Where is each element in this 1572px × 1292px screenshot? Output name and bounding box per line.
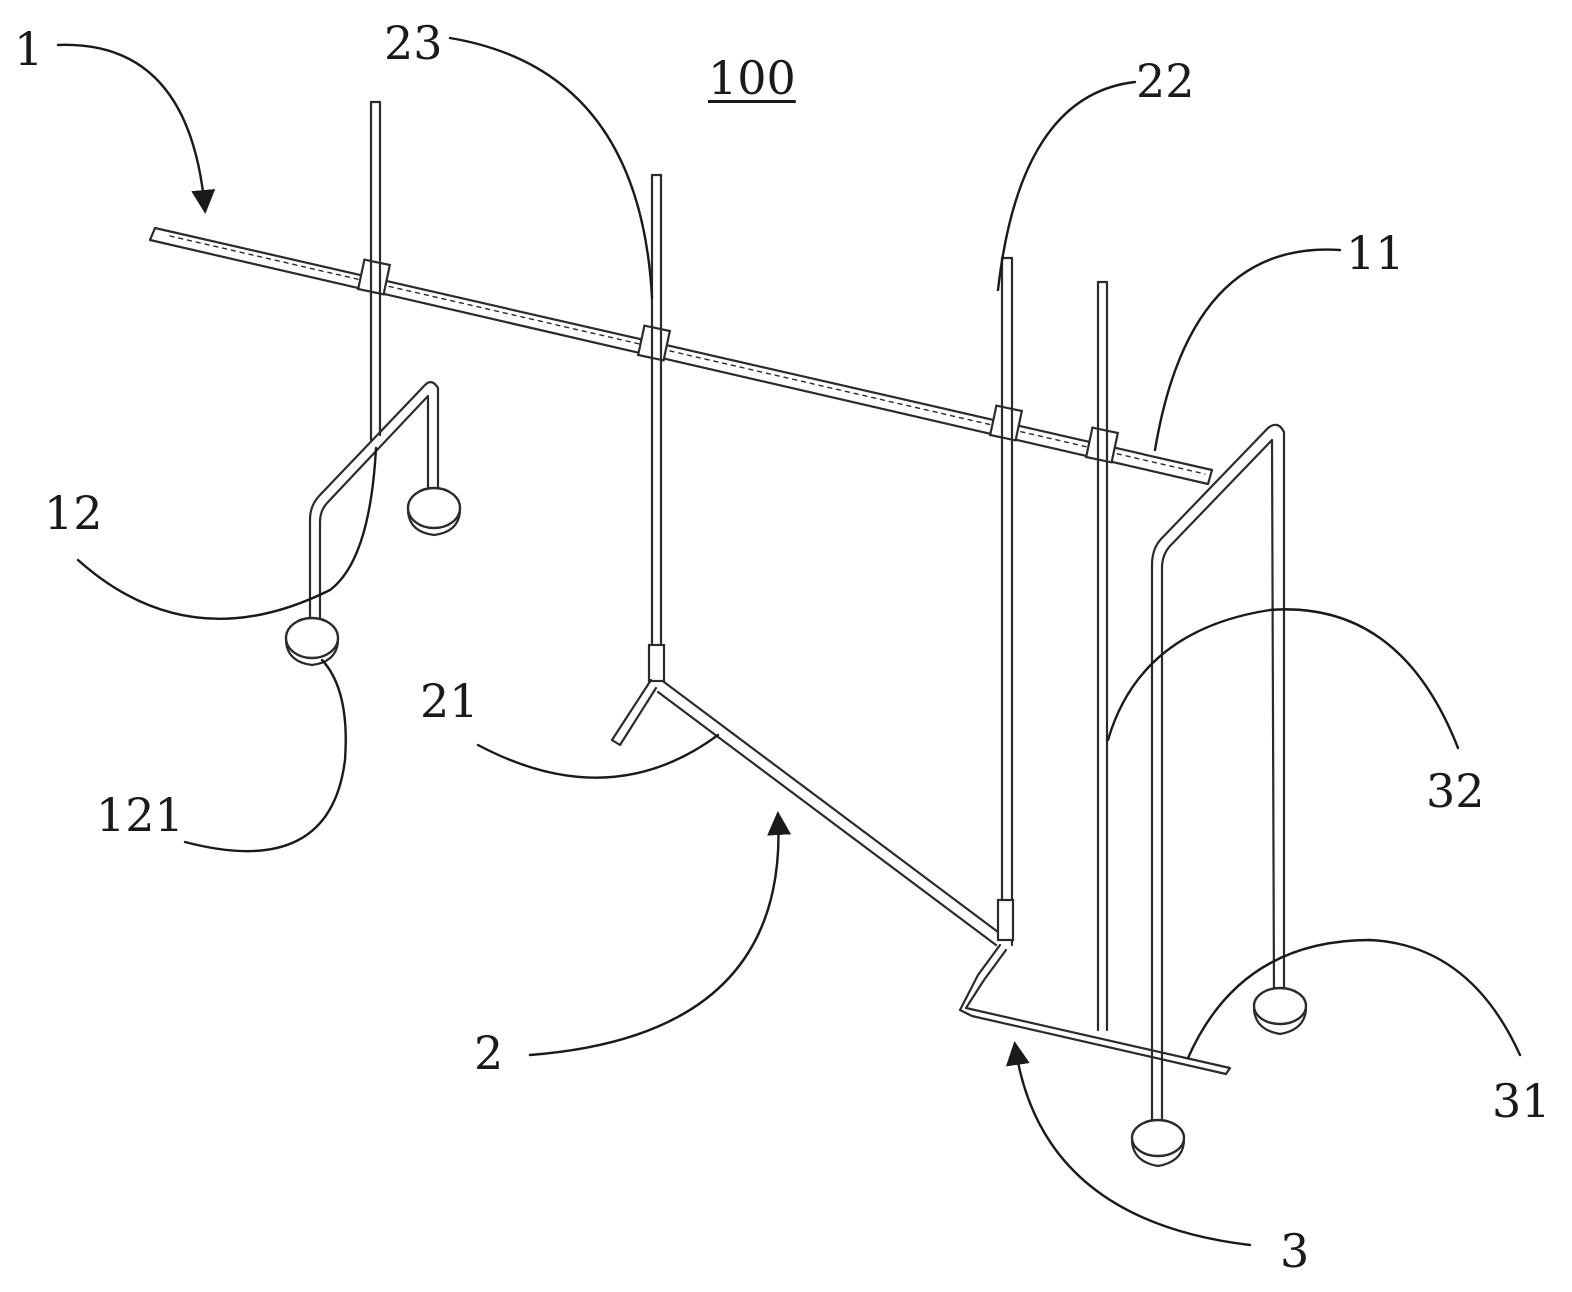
rail-clamp-2 [636, 324, 672, 362]
left-leg-foot-1 [406, 486, 462, 537]
leader-31 [1186, 938, 1522, 1060]
bottom-bent-tube [958, 943, 1232, 1076]
label-unit-three-part-32: 32 [1426, 764, 1485, 818]
vertical-rod-32 [1096, 280, 1109, 1032]
label-frame-rail: 11 [1346, 226, 1405, 280]
leader-23 [448, 36, 654, 300]
label-unit-two-part-23: 23 [384, 16, 443, 70]
leader-lines [56, 36, 1522, 1247]
label-unit-three-part-31: 31 [1492, 1074, 1551, 1128]
right-frame-leg [1150, 423, 1286, 1132]
right-leg-foot-1 [1252, 986, 1308, 1036]
leader-32 [1106, 608, 1460, 750]
left-frame-leg [308, 381, 440, 627]
leader-21 [476, 733, 720, 779]
leader-22 [996, 80, 1137, 292]
y-branch-tube [610, 678, 1004, 947]
left-leg-foot-2 [284, 616, 340, 667]
label-unit-three: 3 [1280, 1224, 1310, 1278]
rail-clamp-3 [988, 404, 1024, 442]
leader-121 [183, 658, 347, 853]
label-unit-two: 2 [474, 1026, 504, 1080]
right-leg-foot-2 [1130, 1118, 1186, 1168]
middle-vertical-rod [647, 173, 666, 683]
left-vertical-rod [369, 100, 382, 442]
leader-11 [1153, 248, 1342, 452]
label-assembly: 100 [708, 51, 796, 105]
right-vertical-rod-22 [996, 256, 1015, 947]
horizontal-rail [148, 226, 1214, 486]
label-frame-leg: 12 [44, 486, 103, 540]
leader-3 [1005, 1041, 1252, 1247]
rail-clamp-1 [356, 258, 392, 296]
label-unit-two-part-22: 22 [1136, 54, 1195, 108]
leader-2 [528, 811, 792, 1057]
label-frame: 1 [14, 22, 44, 76]
leader-1 [56, 43, 216, 214]
label-frame-leg-foot: 121 [96, 788, 184, 842]
label-unit-two-part-21: 21 [420, 674, 479, 728]
rail-clamp-4 [1084, 426, 1120, 464]
leader-12 [76, 446, 378, 620]
